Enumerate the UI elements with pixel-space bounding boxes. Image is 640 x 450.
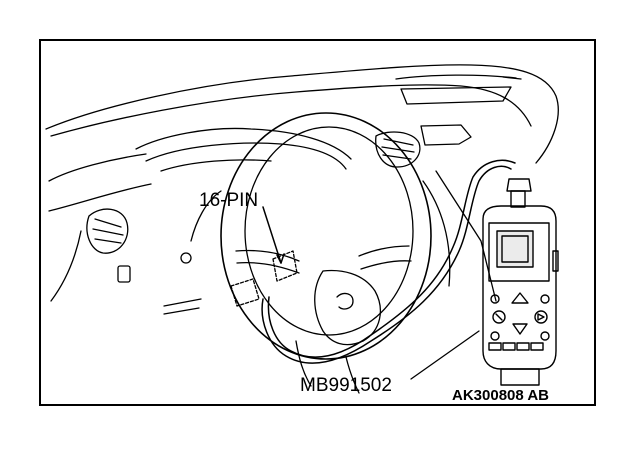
- tool-label: MB991502: [300, 375, 392, 396]
- connector-label: 16-PIN: [199, 190, 259, 211]
- figure-code: AK300808 AB: [452, 387, 549, 404]
- scan-tool-mb991502: [482, 178, 559, 386]
- dashboard-illustration: [45, 64, 559, 394]
- figure-frame: 16-PIN MB991502 AK300808 AB: [39, 39, 596, 406]
